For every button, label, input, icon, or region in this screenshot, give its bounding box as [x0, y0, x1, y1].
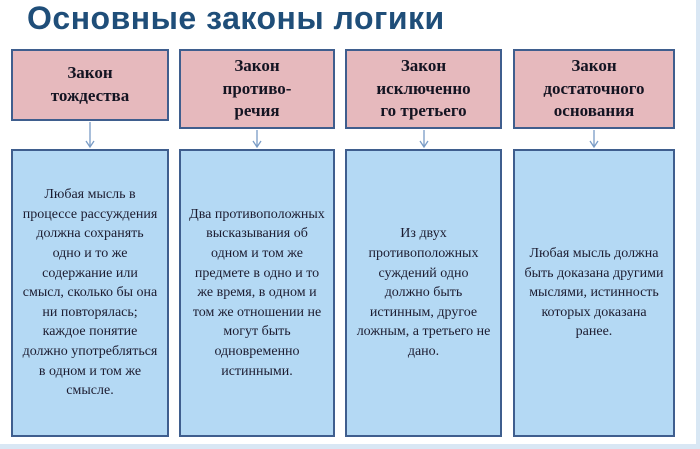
law-header-box: Закон достаточного основания — [513, 49, 675, 129]
down-arrow-icon — [418, 130, 429, 148]
column-law-of-identity: Закон тождества Любая мысль в процессе р… — [11, 49, 169, 437]
law-header-box: Закон исключенно го третьего — [345, 49, 502, 129]
law-description-box: Два противоположных высказывания об одно… — [179, 149, 335, 437]
down-arrow-icon — [85, 122, 95, 148]
slide-edge-strip-bottom — [0, 444, 700, 449]
header-line: Закон — [400, 56, 447, 76]
column-law-of-contradiction: Закон противо- речия Два противоположных… — [179, 49, 335, 437]
header-line: противо- — [222, 78, 292, 98]
column-law-of-sufficient-reason: Закон достаточного основания Любая мысль… — [513, 49, 675, 437]
header-line: основания — [553, 101, 635, 121]
header-line: Закон — [234, 56, 280, 76]
header-line: достаточного — [543, 78, 645, 98]
header-line: Закон — [67, 63, 113, 83]
page-title: Основные законы логики — [27, 0, 445, 36]
law-header-box: Закон тождества — [11, 49, 169, 121]
slide-edge-strip-right — [696, 0, 700, 449]
header-line: го третьего — [380, 101, 467, 121]
header-line: исключенно — [376, 78, 471, 98]
header-line: Закон — [571, 56, 617, 76]
header-line: речия — [234, 101, 280, 121]
column-law-of-excluded-middle: Закон исключенно го третьего Из двух про… — [345, 49, 502, 437]
down-arrow-icon — [589, 130, 599, 148]
law-header-box: Закон противо- речия — [179, 49, 335, 129]
down-arrow-icon — [252, 130, 262, 148]
header-line: тождества — [50, 86, 130, 105]
law-description-box: Из двух противоположных суждений одно до… — [345, 149, 502, 437]
law-description-box: Любая мысль должна быть доказана другими… — [513, 149, 675, 437]
law-description-box: Любая мысль в процессе рассуждения должн… — [11, 149, 169, 437]
